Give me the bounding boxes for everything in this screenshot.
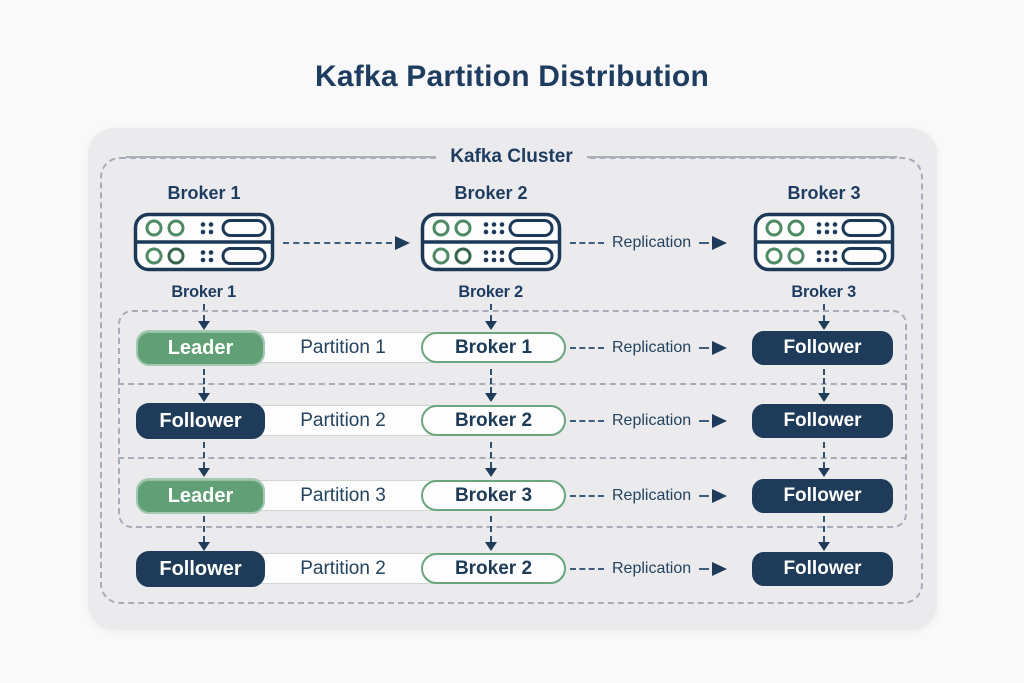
partition-group-dashed-border: [118, 310, 907, 528]
assigned-broker-pill: Broker 1: [421, 332, 566, 363]
replication-arrow: Replication: [570, 338, 745, 358]
replication-label: Replication: [612, 234, 692, 251]
role-badge-follower: Follower: [136, 551, 265, 587]
broker-3-sublabel: Broker 3: [791, 282, 857, 301]
arrowhead-right-icon: [712, 236, 728, 250]
assigned-broker-pill: Broker 3: [421, 480, 566, 511]
legend-line-left: [126, 156, 437, 158]
flow-arrow-down: [198, 304, 210, 330]
arrowhead-right-icon: [712, 341, 728, 355]
replica-badge-follower: Follower: [752, 479, 893, 513]
dashed-line: [570, 568, 604, 570]
replica-badge-follower: Follower: [752, 552, 893, 586]
broker2-to-broker3-replication-arrow: Replication: [570, 233, 745, 253]
broker-3-label: Broker 3: [787, 183, 861, 203]
partition-row-4: Follower Partition 2 Broker 2 Replicatio…: [0, 551, 1024, 587]
role-badge-leader: Leader: [136, 478, 265, 514]
partition-label: Partition 1: [300, 337, 386, 358]
role-badge-leader: Leader: [136, 330, 265, 366]
replication-arrow: Replication: [570, 411, 745, 431]
broker-column-3: Broker 3 Broker 3: [736, 183, 912, 302]
dashed-line: [699, 495, 710, 497]
dashed-line: [570, 495, 604, 497]
broker-2-sublabel: Broker 2: [458, 282, 524, 301]
broker-column-1: Broker 1 Broker 1: [116, 183, 292, 302]
dashed-line: [699, 242, 710, 244]
broker-1-label: Broker 1: [167, 183, 241, 203]
partition-label: Partition 3: [300, 485, 386, 506]
flow-arrow-down: [818, 304, 830, 330]
partition-label: Partition 2: [300, 558, 386, 579]
flow-arrow-down: [198, 369, 210, 402]
dashed-line: [570, 242, 604, 244]
replication-arrow: Replication: [570, 486, 745, 506]
replication-label: Replication: [612, 560, 692, 577]
partition-label: Partition 2: [300, 410, 386, 431]
replication-label: Replication: [612, 487, 692, 504]
arrowhead-right-icon: [712, 414, 728, 428]
flow-arrow-down: [818, 369, 830, 402]
dashed-line: [570, 347, 604, 349]
flow-arrow-down: [485, 516, 497, 551]
broker-1-sublabel: Broker 1: [171, 282, 237, 301]
kafka-cluster-legend: Kafka Cluster: [126, 146, 897, 168]
kafka-cluster-container: [88, 128, 937, 630]
row-divider: [118, 383, 907, 385]
dashed-line: [699, 568, 710, 570]
assigned-broker-pill: Broker 2: [421, 405, 566, 436]
flow-arrow-down: [485, 369, 497, 402]
replication-arrow: Replication: [570, 559, 745, 579]
arrowhead-right-icon: [712, 562, 728, 576]
dashed-line: [699, 420, 710, 422]
page-title: Kafka Partition Distribution: [315, 60, 709, 93]
partition-row-2: Follower Partition 2 Broker 2 Replicatio…: [0, 403, 1024, 439]
kafka-cluster-label: Kafka Cluster: [436, 146, 587, 168]
row-divider: [118, 457, 907, 459]
dashed-line: [699, 347, 710, 349]
partition-row-1: Leader Partition 1 Broker 1 Replication …: [0, 330, 1024, 366]
flow-arrow-down: [818, 442, 830, 477]
flow-arrow-down: [198, 442, 210, 477]
replica-badge-follower: Follower: [752, 331, 893, 365]
role-badge-follower: Follower: [136, 403, 265, 439]
arrowhead-right-icon: [395, 236, 410, 250]
partition-row-3: Leader Partition 3 Broker 3 Replication …: [0, 478, 1024, 514]
replication-label: Replication: [612, 339, 692, 356]
broker-column-2: Broker 2 Broker 2: [403, 183, 579, 302]
server-icon: [753, 212, 895, 272]
broker-2-label: Broker 2: [454, 183, 528, 203]
server-icon: [420, 212, 562, 272]
flow-arrow-down: [198, 516, 210, 551]
broker1-to-broker2-arrow: [283, 233, 410, 253]
arrowhead-right-icon: [712, 489, 728, 503]
dashed-line: [283, 242, 392, 244]
flow-arrow-down: [485, 442, 497, 477]
assigned-broker-pill: Broker 2: [421, 553, 566, 584]
flow-arrow-down: [485, 304, 497, 330]
replication-label: Replication: [612, 412, 692, 429]
replica-badge-follower: Follower: [752, 404, 893, 438]
legend-line-right: [586, 156, 897, 158]
flow-arrow-down: [818, 516, 830, 551]
dashed-line: [570, 420, 604, 422]
server-icon: [133, 212, 275, 272]
